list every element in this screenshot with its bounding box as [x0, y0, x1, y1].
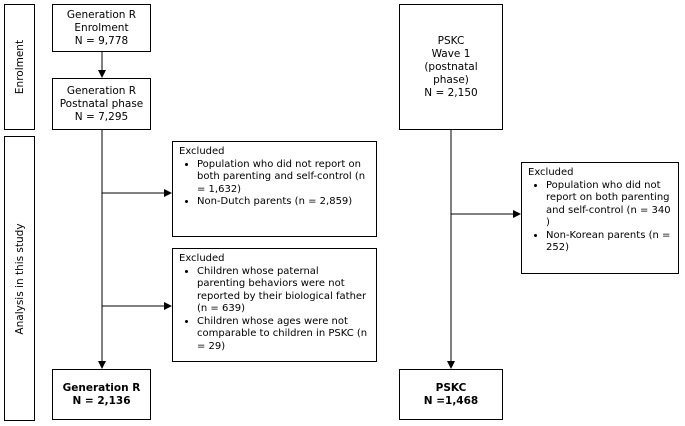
pskc-final-count: N =1,468 — [423, 394, 479, 407]
pskc-excluded-list: Population who did not report on both pa… — [528, 180, 672, 255]
genr-enrolment-count: N = 9,778 — [74, 34, 129, 47]
pskc-wave1-line2: Wave 1 — [431, 47, 471, 60]
pskc-wave1-box: PSKC Wave 1 (postnatal phase) N = 2,150 — [399, 4, 503, 130]
pskc-excluded-item: Population who did not report on both pa… — [546, 180, 672, 230]
genr-excluded2-item: Children whose paternal parenting behavi… — [197, 266, 370, 316]
genr-final-count: N = 2,136 — [72, 394, 131, 407]
pskc-wave1-line3: (postnatal — [424, 60, 478, 73]
genr-excluded-box-1: Excluded Population who did not report o… — [172, 141, 377, 237]
pskc-wave1-line4: phase) — [433, 73, 469, 86]
genr-enrolment-line2: Enrolment — [74, 21, 129, 34]
genr-enrolment-line1: Generation R — [66, 8, 137, 21]
pskc-final-box: PSKC N =1,468 — [399, 369, 503, 420]
genr-postnatal-count: N = 7,295 — [74, 110, 129, 123]
genr-postnatal-line2: Postnatal phase — [59, 97, 144, 110]
genr-excluded2-title: Excluded — [179, 253, 225, 264]
genr-enrolment-box: Generation R Enrolment N = 9,778 — [52, 4, 151, 52]
pskc-wave1-count: N = 2,150 — [424, 86, 478, 99]
genr-excluded-box-2: Excluded Children whose paternal parenti… — [172, 248, 377, 362]
genr-excluded1-title: Excluded — [179, 146, 225, 157]
analysis-side-label: Analysis in this study — [13, 222, 26, 335]
pskc-wave1-line1: PSKC — [437, 34, 465, 47]
pskc-excluded-title: Excluded — [528, 167, 574, 178]
genr-excluded2-item: Children whose ages were not comparable … — [197, 316, 370, 354]
genr-final-name: Generation R — [62, 381, 141, 394]
genr-postnatal-line1: Generation R — [66, 84, 137, 97]
pskc-final-name: PSKC — [435, 381, 467, 394]
genr-excluded2-list: Children whose paternal parenting behavi… — [179, 266, 370, 354]
pskc-excluded-box: Excluded Population who did not report o… — [521, 162, 679, 274]
genr-excluded1-list: Population who did not report on both pa… — [179, 159, 370, 209]
genr-excluded1-item: Non-Dutch parents (n = 2,859) — [197, 196, 370, 209]
enrolment-side-panel: Enrolment — [4, 4, 35, 130]
genr-final-box: Generation R N = 2,136 — [52, 369, 151, 420]
genr-excluded1-item: Population who did not report on both pa… — [197, 159, 370, 197]
analysis-side-panel: Analysis in this study — [4, 136, 35, 421]
genr-postnatal-box: Generation R Postnatal phase N = 7,295 — [52, 78, 151, 130]
pskc-excluded-item: Non-Korean parents (n = 252) — [546, 230, 672, 255]
enrolment-side-label: Enrolment — [13, 39, 26, 95]
